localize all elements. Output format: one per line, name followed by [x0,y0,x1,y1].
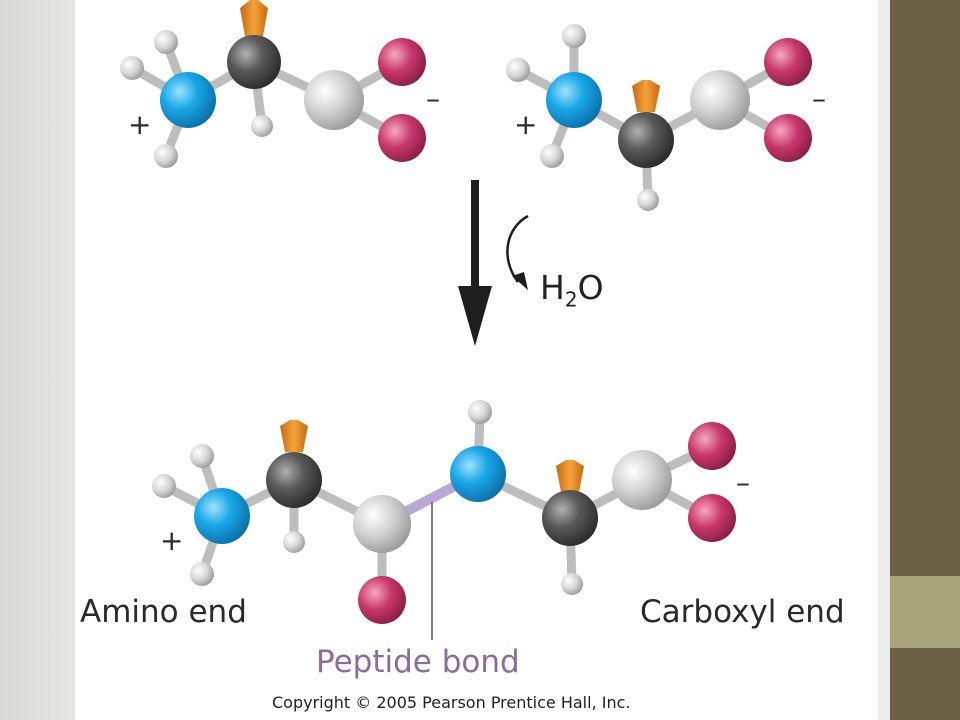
water-label-o: O [577,268,604,307]
side-chain-icon [556,460,584,492]
amino-end-label: Amino end [80,594,247,630]
hydrogen-atom-icon [120,56,144,80]
alpha-carbon-atom-icon [542,490,598,546]
minus-charge: – [736,466,750,499]
nitrogen-atom-icon [194,488,250,544]
amino-acid-2 [506,24,812,211]
side-chain-icon [632,80,660,112]
hydrogen-atom-icon [154,144,178,168]
carbonyl-carbon-atom-icon [612,450,672,510]
diagram-panel [75,0,878,720]
hydrogen-atom-icon [506,58,530,82]
nitrogen-atom-icon [450,446,506,502]
side-chain-icon [280,420,308,452]
oxygen-atom-icon [688,494,736,542]
copyright-notice: Copyright © 2005 Pearson Prentice Hall, … [272,693,631,712]
nitrogen-atom-icon [546,72,602,128]
oxygen-atom-icon [358,576,406,624]
dipeptide [152,400,736,624]
water-label: H2O [540,268,604,312]
hydrogen-atom-icon [190,562,214,586]
reaction-arrow-icon [458,180,492,346]
hydrogen-atom-icon [154,30,178,54]
hydrogen-atom-icon [190,444,214,468]
plus-charge: + [160,524,184,557]
water-label-subscript: 2 [564,287,578,312]
hydrogen-atom-icon [152,474,176,498]
slide-sidebar-accent [890,576,960,648]
hydrogen-atom-icon [637,189,659,211]
hydrogen-atom-icon [562,24,586,48]
hydrogen-atom-icon [561,573,583,595]
plus-charge: + [514,108,538,141]
oxygen-atom-icon [688,422,736,470]
carbonyl-carbon-atom-icon [353,495,411,553]
hydrogen-atom-icon [540,144,564,168]
water-release-arrow-icon [506,214,529,290]
minus-charge: – [812,82,826,115]
hydrogen-atom-icon [468,400,492,424]
carbonyl-carbon-atom-icon [304,70,364,130]
hydrogen-atom-icon [283,531,305,553]
water-label-h: H [540,268,565,307]
side-chain-icon [240,0,268,36]
plus-charge: + [128,108,152,141]
oxygen-atom-icon [378,114,426,162]
amino-acid-1 [120,0,426,168]
hydrogen-atom-icon [251,115,273,137]
oxygen-atom-icon [378,38,426,86]
slide-right-margin [878,0,890,720]
carboxyl-end-label: Carboxyl end [640,594,845,630]
oxygen-atom-icon [764,114,812,162]
alpha-carbon-atom-icon [618,112,674,168]
peptide-bond-label: Peptide bond [316,644,520,680]
alpha-carbon-atom-icon [227,35,281,89]
slide-left-margin [0,0,75,720]
minus-charge: – [426,82,440,115]
alpha-carbon-atom-icon [266,452,322,508]
carbonyl-carbon-atom-icon [690,70,750,130]
nitrogen-atom-icon [160,72,216,128]
oxygen-atom-icon [764,38,812,86]
